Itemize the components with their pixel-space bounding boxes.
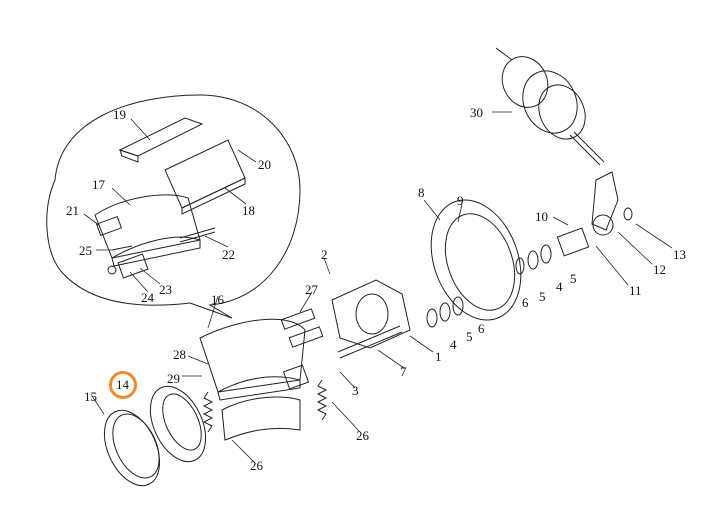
callout-1: 1 <box>435 349 442 364</box>
callout-29: 29 <box>167 371 180 386</box>
callout-13: 13 <box>673 247 686 262</box>
callout-17: 17 <box>92 177 105 192</box>
callout-3: 3 <box>352 383 359 398</box>
callout-15: 15 <box>84 389 97 404</box>
callout-23: 23 <box>159 282 172 297</box>
callout-19: 19 <box>113 107 126 122</box>
callout-8: 8 <box>418 185 425 200</box>
brake-chamber-part-30 <box>495 47 605 166</box>
callout-14: 14 <box>116 377 129 392</box>
callout-4-upper: 4 <box>556 279 563 294</box>
callout-25: 25 <box>79 243 92 258</box>
brake-shoe-part-17 <box>94 194 201 267</box>
callout-4-lower: 4 <box>450 337 457 352</box>
callout-7: 7 <box>400 364 407 379</box>
spider-housing-part-1 <box>331 279 411 349</box>
dust-shield-part-9 <box>430 199 522 321</box>
callout-6-lower: 6 <box>478 321 485 336</box>
callout-9: 9 <box>457 193 464 208</box>
anchor-pins-part-27 <box>280 308 324 348</box>
callout-2: 2 <box>321 247 328 262</box>
lining-plate-part-19 <box>118 117 204 163</box>
callout-6-upper: 6 <box>522 295 529 310</box>
washers-parts-4-5-6 <box>426 244 552 328</box>
highlight-circle <box>109 371 137 399</box>
callout-27: 27 <box>305 282 318 297</box>
callout-26-right: 26 <box>356 428 369 443</box>
detail-balloon-outline <box>46 94 301 319</box>
callout-11: 11 <box>629 283 642 298</box>
ring-part-15 <box>103 409 161 487</box>
callout-26-left: 26 <box>250 458 263 473</box>
callout-30: 30 <box>470 105 483 120</box>
return-springs-part-26 <box>202 379 328 433</box>
callout-5-lower: 5 <box>466 329 473 344</box>
callout-22: 22 <box>222 247 235 262</box>
callout-5-upper-right: 5 <box>570 271 577 286</box>
callout-16: 16 <box>211 292 224 307</box>
pins-and-rollers-21-25 <box>95 215 216 279</box>
callout-18: 18 <box>242 203 255 218</box>
callout-28: 28 <box>173 347 186 362</box>
lining-plate-part-18 <box>164 139 246 215</box>
callout-5-upper-left: 5 <box>539 289 546 304</box>
leader-lines <box>83 111 673 464</box>
camshaft-part-3 <box>282 325 403 390</box>
callout-10: 10 <box>535 209 548 224</box>
ring-part-14 <box>149 385 207 463</box>
callout-20: 20 <box>258 157 271 172</box>
callout-24: 24 <box>141 290 154 305</box>
callout-21: 21 <box>66 203 79 218</box>
brake-shoe-part-16 <box>199 318 306 441</box>
slack-adjuster-parts-10-13 <box>556 171 633 257</box>
callout-12: 12 <box>653 262 666 277</box>
